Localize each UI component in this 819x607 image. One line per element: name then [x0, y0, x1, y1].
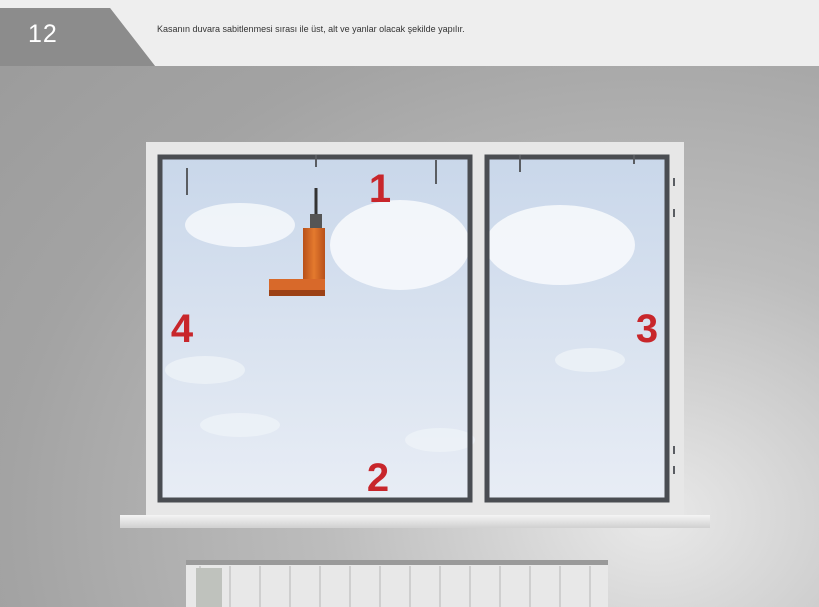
right-pane [484, 154, 670, 503]
label-bottom: 2 [367, 456, 389, 500]
label-top: 1 [369, 167, 391, 211]
drill-icon [269, 188, 325, 296]
radiator [186, 560, 608, 607]
window-sill [120, 515, 710, 528]
header-banner: 12 Kasanın duvara sabitlenmesi sırası il… [0, 0, 819, 66]
instruction-text: Kasanın duvara sabitlenmesi sırası ile ü… [157, 24, 465, 34]
left-pane [157, 154, 475, 503]
label-right: 3 [636, 307, 658, 351]
label-left: 4 [171, 307, 194, 351]
banner-shape [0, 0, 819, 66]
step-number: 12 [28, 20, 58, 48]
anchor-screws [186, 155, 675, 474]
